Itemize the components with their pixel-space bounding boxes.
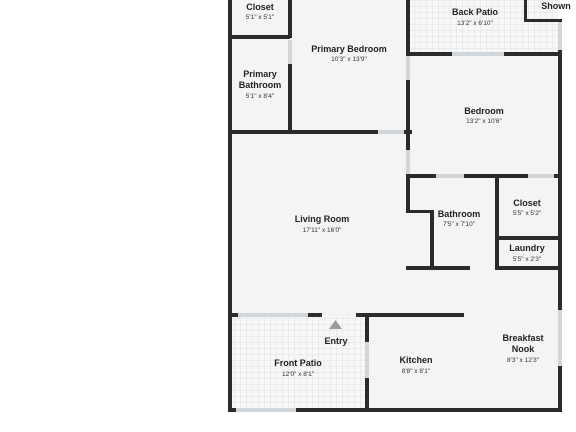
wall-closet-top-south	[228, 35, 290, 39]
floor-primary-bedroom	[290, 0, 408, 132]
closet-right-name: Closet	[513, 198, 541, 208]
wall-bath-west	[406, 174, 410, 212]
window-bedroom-west	[406, 150, 410, 174]
walls	[228, 0, 562, 412]
closet-top-dims: 5'1" x 5'1"	[246, 14, 275, 21]
front-patio-name: Front Patio	[274, 358, 322, 368]
wall-living-south-a	[228, 313, 238, 317]
window-living-south-a	[238, 313, 308, 317]
wall-west	[228, 0, 232, 412]
breakfast-nook-name-line1: Breakfast	[502, 333, 543, 343]
wall-primary-east	[406, 0, 410, 56]
wall-bath-east	[430, 210, 434, 268]
primary-bedroom-dims: 10'3" x 13'9"	[331, 56, 367, 63]
wall-bath-west-inner	[406, 210, 432, 213]
floor-kitchen	[368, 316, 464, 409]
shown-label: Shown	[541, 1, 571, 11]
wall-south-right	[296, 408, 562, 412]
primary-bathroom-name-line1: Primary	[243, 69, 277, 79]
window-doorway-bedroom	[378, 130, 404, 134]
wall-east-lower	[558, 266, 562, 310]
breakfast-nook-name-line2: Nook	[512, 344, 535, 354]
floor-laundry	[498, 240, 558, 268]
bathroom-name: Bathroom	[438, 209, 481, 219]
wall-patio-south-right	[504, 52, 562, 56]
wall-east-bottom	[558, 366, 562, 412]
window-shown-east	[558, 22, 562, 50]
closet-top-name: Closet	[246, 2, 274, 12]
window-nook-east	[558, 310, 562, 366]
bathroom-dims: 7'5" x 7'10"	[443, 221, 476, 228]
wall-bedroom-divider-a	[228, 130, 378, 134]
laundry-name: Laundry	[509, 243, 545, 253]
wall-bedroom-south-c	[554, 174, 562, 178]
window-kitchen-west	[365, 342, 369, 378]
windows	[236, 22, 562, 412]
floor-back-patio[interactable]	[410, 0, 558, 53]
bedroom-dims: 13'2" x 10'6"	[466, 118, 502, 125]
laundry-dims: 5'5" x 2'3"	[513, 256, 542, 263]
bedroom-name: Bedroom	[464, 106, 504, 116]
floor-front-patio[interactable]	[231, 316, 368, 409]
primary-bathroom-dims: 5'1" x 8'4"	[246, 93, 275, 100]
breakfast-nook-dims: 8'3" x 12'3"	[507, 357, 540, 364]
entry-arrow-icon	[329, 320, 342, 329]
window-front-patio	[236, 408, 296, 412]
living-room-name: Living Room	[295, 214, 350, 224]
wall-closet-top-east	[288, 0, 292, 38]
primary-bedroom-name: Primary Bedroom	[311, 44, 387, 54]
kitchen-name: Kitchen	[399, 355, 432, 365]
wall-bedroom-west	[406, 56, 410, 150]
window-bath	[288, 40, 292, 64]
wall-closet-south	[495, 236, 562, 240]
room-labels: Closet 5'1" x 5'1" Primary Bedroom 10'3"…	[239, 1, 571, 378]
closet-right-dims: 5'5" x 5'2"	[513, 210, 542, 217]
wall-bedroom-south-a	[406, 174, 436, 178]
wall-living-south-b	[308, 313, 322, 317]
window-primary	[406, 56, 410, 80]
window-patio	[452, 52, 504, 56]
wall-east-upper	[558, 50, 562, 268]
wall-living-south-c	[356, 313, 464, 317]
primary-bathroom-name-line2: Bathroom	[239, 80, 282, 90]
floor-closet-top	[231, 0, 290, 37]
wall-laundry-south-b	[495, 266, 562, 270]
window-bedroom-south-a	[436, 174, 464, 178]
back-patio-dims: 13'2" x 6'10"	[457, 20, 493, 27]
wall-shown-box	[524, 0, 527, 22]
wall-shown-box-bottom	[524, 19, 562, 22]
floor-closet-right	[498, 178, 558, 238]
back-patio-name: Back Patio	[452, 7, 499, 17]
front-patio-dims: 12'0" x 8'1"	[282, 371, 315, 378]
living-room-dims: 17'11" x 16'0"	[303, 227, 342, 234]
window-bedroom-south-b	[528, 174, 554, 178]
wall-kitchen-west	[365, 316, 369, 342]
kitchen-dims: 8'8" x 8'1"	[402, 368, 431, 375]
floor-breakfast-nook	[464, 268, 558, 409]
floor-primary-bathroom	[231, 37, 290, 132]
wall-kitchen-west-lower	[365, 378, 369, 412]
wall-south-left	[228, 408, 236, 412]
entry-name: Entry	[324, 336, 347, 346]
wall-closet-west	[495, 174, 499, 268]
floor-bathroom-area	[408, 178, 498, 268]
wall-patio-south	[406, 52, 452, 56]
wall-bath-east	[288, 64, 292, 134]
wall-laundry-south-a	[406, 266, 470, 270]
